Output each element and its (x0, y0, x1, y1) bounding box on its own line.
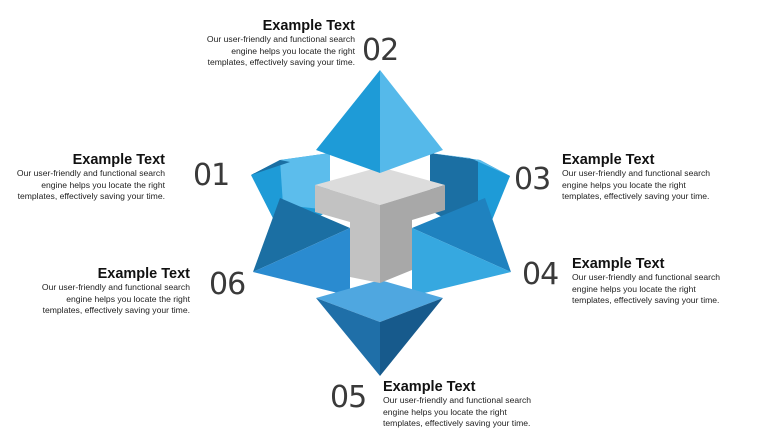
item-desc-line: engine helps you locate the right (66, 293, 190, 304)
item-desc-line: engine helps you locate the right (231, 45, 355, 56)
item-title: Example Text (572, 256, 665, 272)
item-desc-line: engine helps you locate the right (562, 179, 686, 190)
item-03-text: Example Text Our user-friendly and funct… (562, 152, 760, 203)
item-04-number: 04 (522, 257, 559, 292)
pyramid-top (316, 70, 443, 173)
item-05-number: 05 (330, 380, 367, 415)
item-desc-line: templates, effectively saving your time. (42, 305, 190, 315)
pyramid-bottom (316, 280, 443, 376)
item-desc-line: templates, effectively saving your time. (17, 191, 165, 201)
item-title: Example Text (262, 18, 355, 34)
item-desc-line: Our user-friendly and functional search (383, 395, 532, 405)
item-desc-line: Our user-friendly and functional search (562, 168, 711, 178)
item-desc-line: Our user-friendly and functional search (206, 34, 355, 44)
item-desc-line: Our user-friendly and functional search (41, 282, 190, 292)
wing-lower-left (253, 198, 350, 296)
item-06-text: Example Text Our user-friendly and funct… (0, 266, 190, 317)
item-desc-line: Our user-friendly and functional search (16, 168, 165, 178)
item-desc-line: templates, effectively saving your time. (383, 418, 531, 428)
item-title: Example Text (72, 152, 165, 168)
item-desc-line: engine helps you locate the right (41, 179, 165, 190)
item-title: Example Text (562, 152, 655, 168)
item-03-number: 03 (514, 162, 551, 197)
cube-center (315, 167, 445, 283)
item-desc-line: engine helps you locate the right (572, 283, 696, 294)
item-desc-line: templates, effectively saving your time. (572, 295, 720, 305)
item-desc-line: Our user-friendly and functional search (572, 272, 721, 282)
item-01-number: 01 (193, 158, 230, 193)
wing-lower-right (412, 198, 511, 296)
item-desc-line: templates, effectively saving your time. (207, 57, 355, 67)
item-title: Example Text (97, 266, 190, 282)
item-04-text: Example Text Our user-friendly and funct… (572, 256, 760, 307)
item-06-number: 06 (209, 267, 246, 302)
item-05-text: Example Text Our user-friendly and funct… (383, 379, 598, 430)
item-title: Example Text (383, 379, 476, 395)
item-desc-line: templates, effectively saving your time. (562, 191, 710, 201)
item-01-text: Example Text Our user-friendly and funct… (0, 152, 165, 203)
item-02-text: Example Text Our user-friendly and funct… (140, 18, 355, 69)
item-desc-line: engine helps you locate the right (383, 406, 507, 417)
item-02-number: 02 (362, 33, 399, 68)
